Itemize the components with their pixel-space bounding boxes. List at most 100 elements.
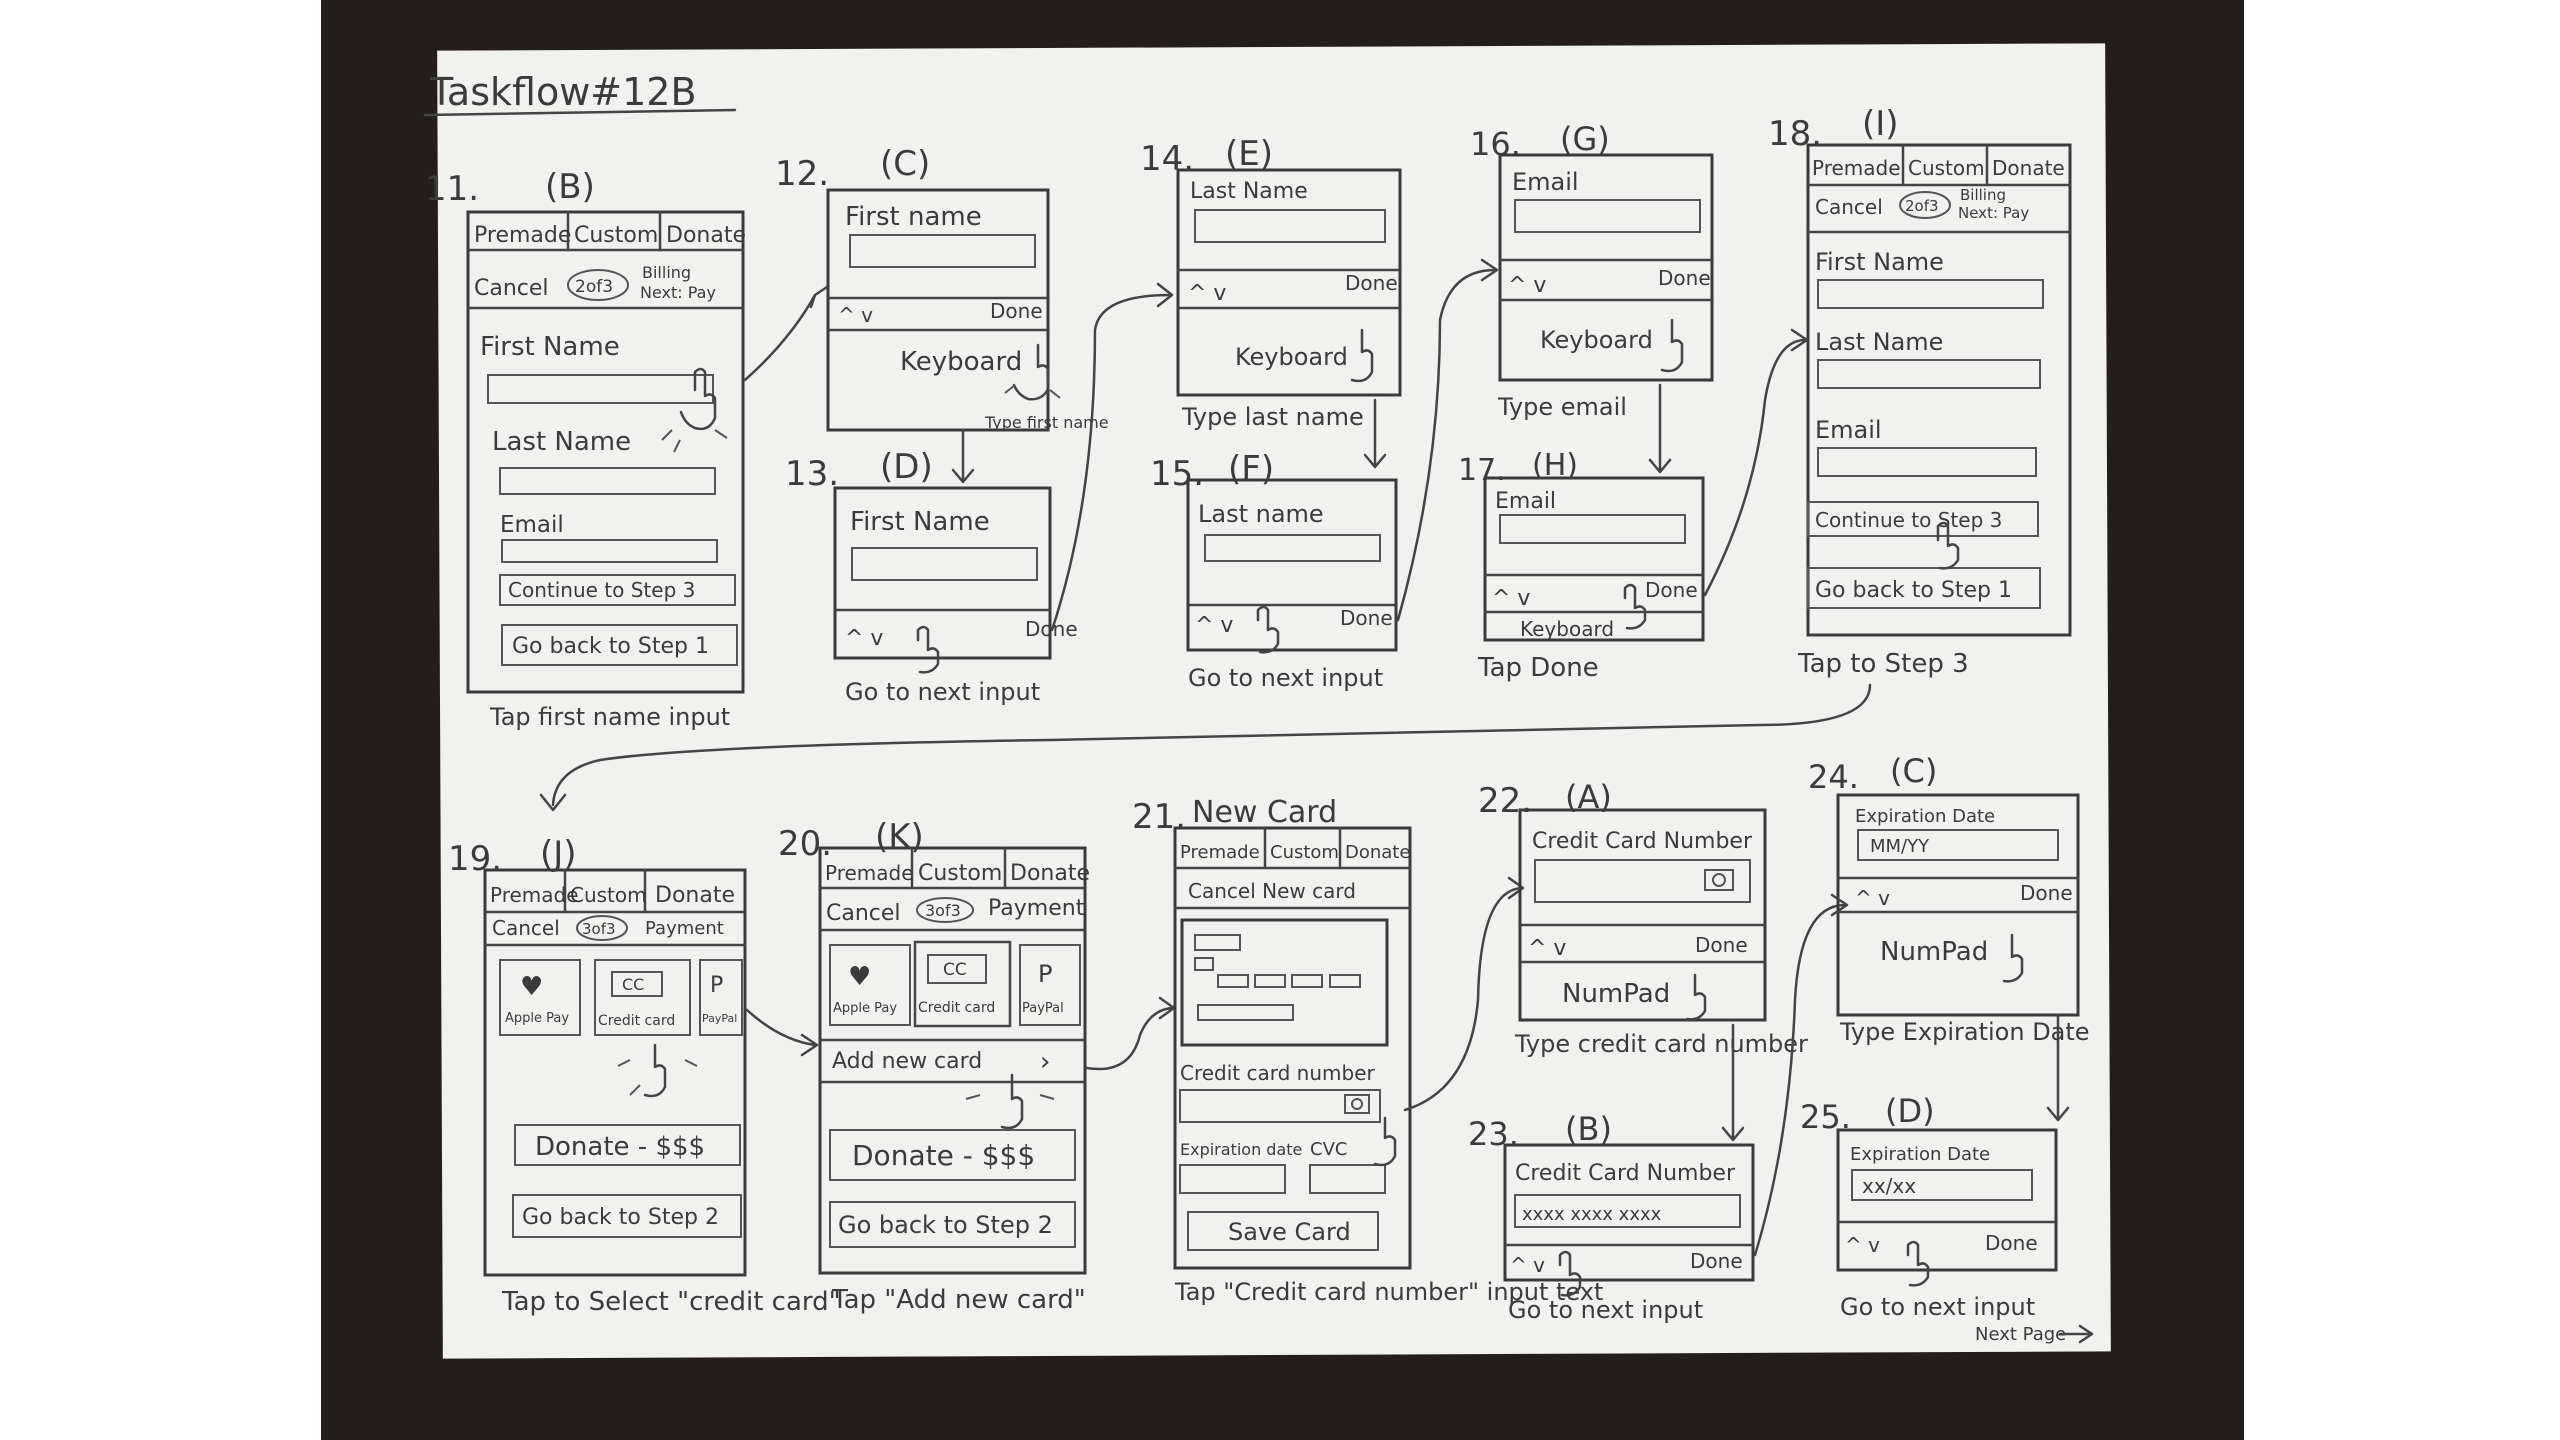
first-name-input[interactable] — [1817, 279, 2044, 309]
step-badge: 3of3 — [925, 901, 961, 920]
svg-text:PayPal: PayPal — [702, 1012, 737, 1025]
last-name-input[interactable] — [1817, 359, 2041, 389]
go-back-button[interactable] — [1807, 567, 2041, 609]
step-badge: 2of3 — [1905, 197, 1939, 215]
field-nav-arrows[interactable]: ^ v — [1510, 1253, 1545, 1277]
tab-premade[interactable]: Premade — [490, 883, 579, 907]
credit-card-number-input[interactable] — [1534, 859, 1751, 903]
save-card-button[interactable] — [1187, 1211, 1379, 1251]
tab-premade[interactable]: Premade — [1812, 156, 1901, 180]
field-nav-arrows[interactable]: ^ v — [1845, 1233, 1880, 1257]
field-label: Email — [1512, 168, 1579, 196]
first-name-input[interactable] — [849, 234, 1036, 268]
paypal-option[interactable] — [699, 959, 743, 1036]
go-back-button[interactable] — [829, 1201, 1076, 1248]
frame-letter: (C) — [1890, 752, 1937, 790]
tab-donate[interactable]: Donate — [1010, 861, 1090, 886]
done-button[interactable]: Done — [1985, 1231, 2038, 1255]
step-label: Payment — [645, 918, 724, 939]
frame-12: 12. (C) First name ^ v Done Keyboard Typ… — [775, 144, 1109, 432]
field-nav-arrows[interactable]: ^ v — [1528, 936, 1566, 961]
cancel-link[interactable]: Cancel — [826, 901, 901, 926]
tab-donate[interactable]: Donate — [1992, 156, 2065, 180]
credit-card-option[interactable] — [594, 959, 691, 1036]
field-nav-arrows[interactable]: ^ v — [1492, 586, 1530, 611]
email-input[interactable] — [1514, 199, 1701, 233]
first-name-input[interactable] — [851, 547, 1038, 581]
tab-donate[interactable]: Donate — [666, 223, 746, 248]
cancel-new-card-link[interactable]: Cancel New card — [1188, 879, 1356, 903]
apple-pay-option[interactable] — [829, 944, 911, 1026]
continue-button[interactable] — [499, 574, 736, 606]
field-nav-arrows[interactable]: ^ v — [1188, 281, 1226, 306]
add-new-card-row[interactable]: Add new card — [832, 1049, 982, 1074]
credit-card-number-input[interactable] — [1179, 1089, 1381, 1123]
field-nav-arrows[interactable]: ^ v — [845, 626, 883, 651]
done-button[interactable]: Done — [1345, 271, 1398, 295]
email-input[interactable] — [501, 539, 718, 563]
flow-arrow — [1721, 1023, 1745, 1142]
done-button[interactable]: Done — [1695, 933, 1748, 957]
expiration-date-input[interactable] — [1857, 829, 2059, 861]
tab-custom[interactable]: Custom — [1908, 156, 1985, 180]
done-button[interactable]: Done — [1340, 606, 1393, 630]
last-name-input[interactable] — [499, 467, 716, 495]
numpad-area[interactable]: NumPad — [1880, 937, 1988, 967]
frame-11: 11. (B) Premade Custom Donate Cancel 2of… — [425, 167, 746, 731]
last-name-input[interactable] — [1204, 534, 1381, 562]
keyboard-area[interactable]: Keyboard — [1520, 617, 1614, 641]
tab-custom[interactable]: Custom — [574, 223, 658, 248]
field-nav-arrows[interactable]: ^ v — [1508, 273, 1546, 298]
credit-card-option-selected[interactable] — [913, 940, 1012, 1028]
frame-18: 18. (I) Premade Custom Donate Cancel 2of… — [1768, 104, 2072, 679]
field-label: Credit Card Number — [1532, 829, 1753, 854]
field-nav-arrows[interactable]: ^ v — [1855, 886, 1890, 910]
done-button[interactable]: Done — [1658, 266, 1711, 290]
go-back-button[interactable] — [501, 624, 738, 666]
flow-arrow — [1396, 258, 1499, 622]
go-back-button[interactable] — [512, 1194, 742, 1238]
donate-button[interactable] — [514, 1124, 741, 1166]
credit-card-number-input[interactable] — [1514, 1194, 1741, 1228]
tab-custom[interactable]: Custom — [1270, 842, 1339, 863]
email-input[interactable] — [1817, 447, 2037, 477]
first-name-input[interactable] — [487, 374, 714, 404]
apple-pay-option[interactable] — [499, 959, 581, 1036]
expiration-date-input[interactable] — [1851, 1169, 2033, 1201]
cancel-link[interactable]: Cancel — [492, 916, 560, 940]
continue-button[interactable] — [1807, 501, 2039, 537]
field-nav-arrows[interactable]: ^ v — [1195, 613, 1233, 638]
frame-19: 19. (J) Premade Custom Donate Cancel 3of… — [448, 834, 841, 1317]
svg-text:PayPal: PayPal — [1022, 1001, 1064, 1016]
keyboard-area[interactable]: Keyboard — [900, 347, 1022, 377]
expiration-date-input[interactable] — [1179, 1164, 1286, 1194]
tab-donate[interactable]: Donate — [1345, 842, 1410, 863]
keyboard-area[interactable]: Keyboard — [1235, 343, 1348, 371]
tab-custom[interactable]: Custom — [570, 883, 647, 907]
done-button[interactable]: Done — [2020, 881, 2073, 905]
last-name-input[interactable] — [1194, 209, 1386, 243]
svg-text:Save Card: Save Card — [1228, 1218, 1351, 1246]
done-button[interactable]: Done — [990, 299, 1043, 323]
donate-button[interactable] — [829, 1129, 1076, 1181]
tab-premade[interactable]: Premade — [1180, 842, 1260, 863]
numpad-area[interactable]: NumPad — [1562, 979, 1670, 1009]
field-nav-arrows[interactable]: ^ v — [838, 303, 873, 327]
tab-premade[interactable]: Premade — [474, 223, 571, 248]
svg-text:Continue to Step 3: Continue to Step 3 — [1815, 508, 2002, 532]
done-button[interactable]: Done — [1645, 578, 1698, 602]
cancel-link[interactable]: Cancel — [1815, 195, 1883, 219]
phone-frame — [1806, 143, 2072, 637]
tab-premade[interactable]: Premade — [825, 861, 914, 885]
tab-donate[interactable]: Donate — [655, 883, 735, 908]
cancel-link[interactable]: Cancel — [474, 276, 549, 301]
frame-number: 12. — [775, 154, 829, 194]
done-button[interactable]: Done — [1690, 1249, 1743, 1273]
tap-hand-icon — [617, 1043, 698, 1098]
tab-custom[interactable]: Custom — [918, 861, 1002, 886]
email-input[interactable] — [1499, 514, 1686, 544]
paypal-option[interactable] — [1019, 944, 1081, 1026]
cvc-input[interactable] — [1309, 1164, 1386, 1194]
phone-frame — [833, 486, 1052, 660]
keyboard-area[interactable]: Keyboard — [1540, 326, 1653, 354]
